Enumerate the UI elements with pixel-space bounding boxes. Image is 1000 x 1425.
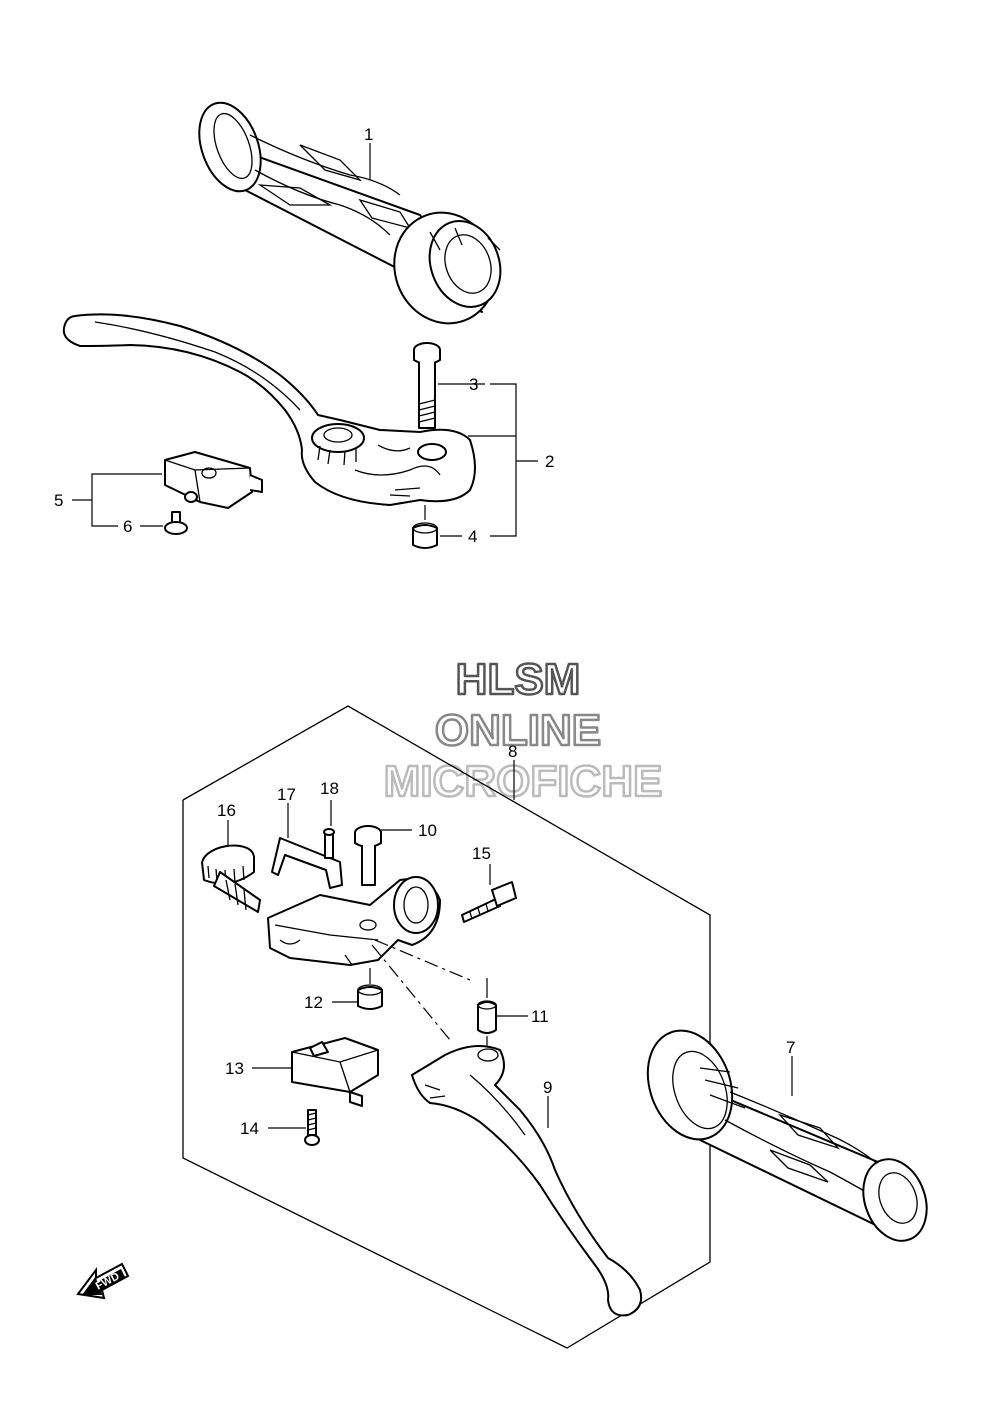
callout-6: 6: [123, 517, 132, 536]
lever-holder-part[interactable]: [267, 876, 441, 966]
callout-4: 4: [468, 527, 477, 546]
watermark-line-2: ONLINE: [435, 706, 601, 755]
clutch-lever-part[interactable]: [411, 1045, 643, 1317]
adjuster-knob-part[interactable]: [200, 842, 261, 913]
small-screw-part[interactable]: [323, 800, 335, 859]
watermark-line-3: MICROFICHE: [384, 757, 663, 806]
switch-screw-part[interactable]: [304, 1109, 320, 1146]
callout-14: 14: [240, 1119, 259, 1138]
clutch-switch-part[interactable]: [291, 1037, 379, 1107]
callout-10: 10: [418, 821, 437, 840]
holder-nut-part[interactable]: [357, 968, 383, 1010]
screw-part[interactable]: [164, 511, 188, 535]
fwd-label: FWD: [94, 1270, 122, 1292]
callout-16: 16: [217, 801, 236, 820]
callout-9: 9: [543, 1078, 552, 1097]
clamp-bolt-part[interactable]: [461, 881, 517, 923]
watermark-line-1: HLSM: [456, 655, 581, 704]
callout-3: 3: [469, 375, 478, 394]
callout-8: 8: [508, 742, 517, 761]
grip-right-part[interactable]: [188, 94, 512, 338]
collar-part[interactable]: [477, 978, 497, 1048]
callout-5: 5: [54, 491, 63, 510]
watermark: HLSM ONLINE MICROFICHE: [382, 654, 663, 808]
callout-17: 17: [277, 785, 296, 804]
assembly-guide-lines: [371, 939, 471, 1041]
callout-13: 13: [225, 1059, 244, 1078]
leader-lines-bottom: [227, 760, 793, 1129]
brake-light-switch-part[interactable]: [164, 451, 263, 509]
nut-part[interactable]: [412, 505, 438, 549]
callout-2: 2: [545, 452, 554, 471]
pivot-bolt-part[interactable]: [413, 342, 447, 461]
callout-18: 18: [320, 779, 339, 798]
bracket-part[interactable]: [271, 837, 343, 889]
grip-left-part[interactable]: [633, 1019, 937, 1250]
leader-lines-top: [72, 143, 538, 537]
assembly-outline: [182, 705, 711, 1349]
callout-15: 15: [472, 844, 491, 863]
lever-pivot-bolt-part[interactable]: [354, 825, 382, 886]
fwd-direction-arrow: FWD: [76, 1262, 130, 1300]
callout-1: 1: [364, 125, 373, 144]
callout-11: 11: [531, 1007, 549, 1026]
callout-12: 12: [304, 993, 323, 1012]
callout-7: 7: [786, 1038, 795, 1057]
brake-lever-assembly-part[interactable]: [62, 313, 476, 506]
